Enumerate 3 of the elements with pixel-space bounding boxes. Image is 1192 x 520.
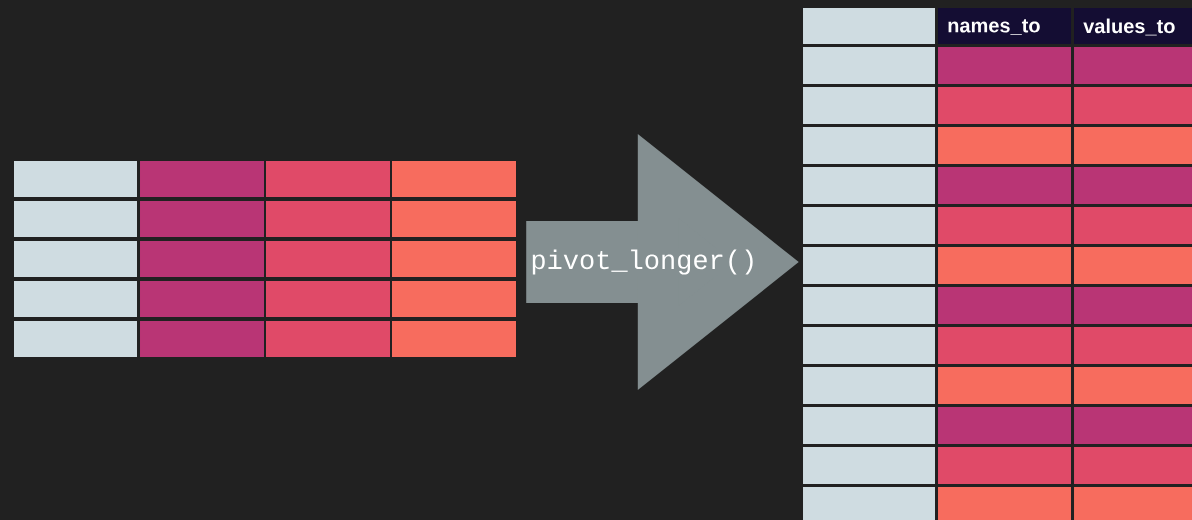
edge-label: pivot_longer(): [532, 249, 753, 275]
column-header: values_to: [1074, 8, 1192, 44]
column-header: names_to: [938, 8, 1071, 44]
